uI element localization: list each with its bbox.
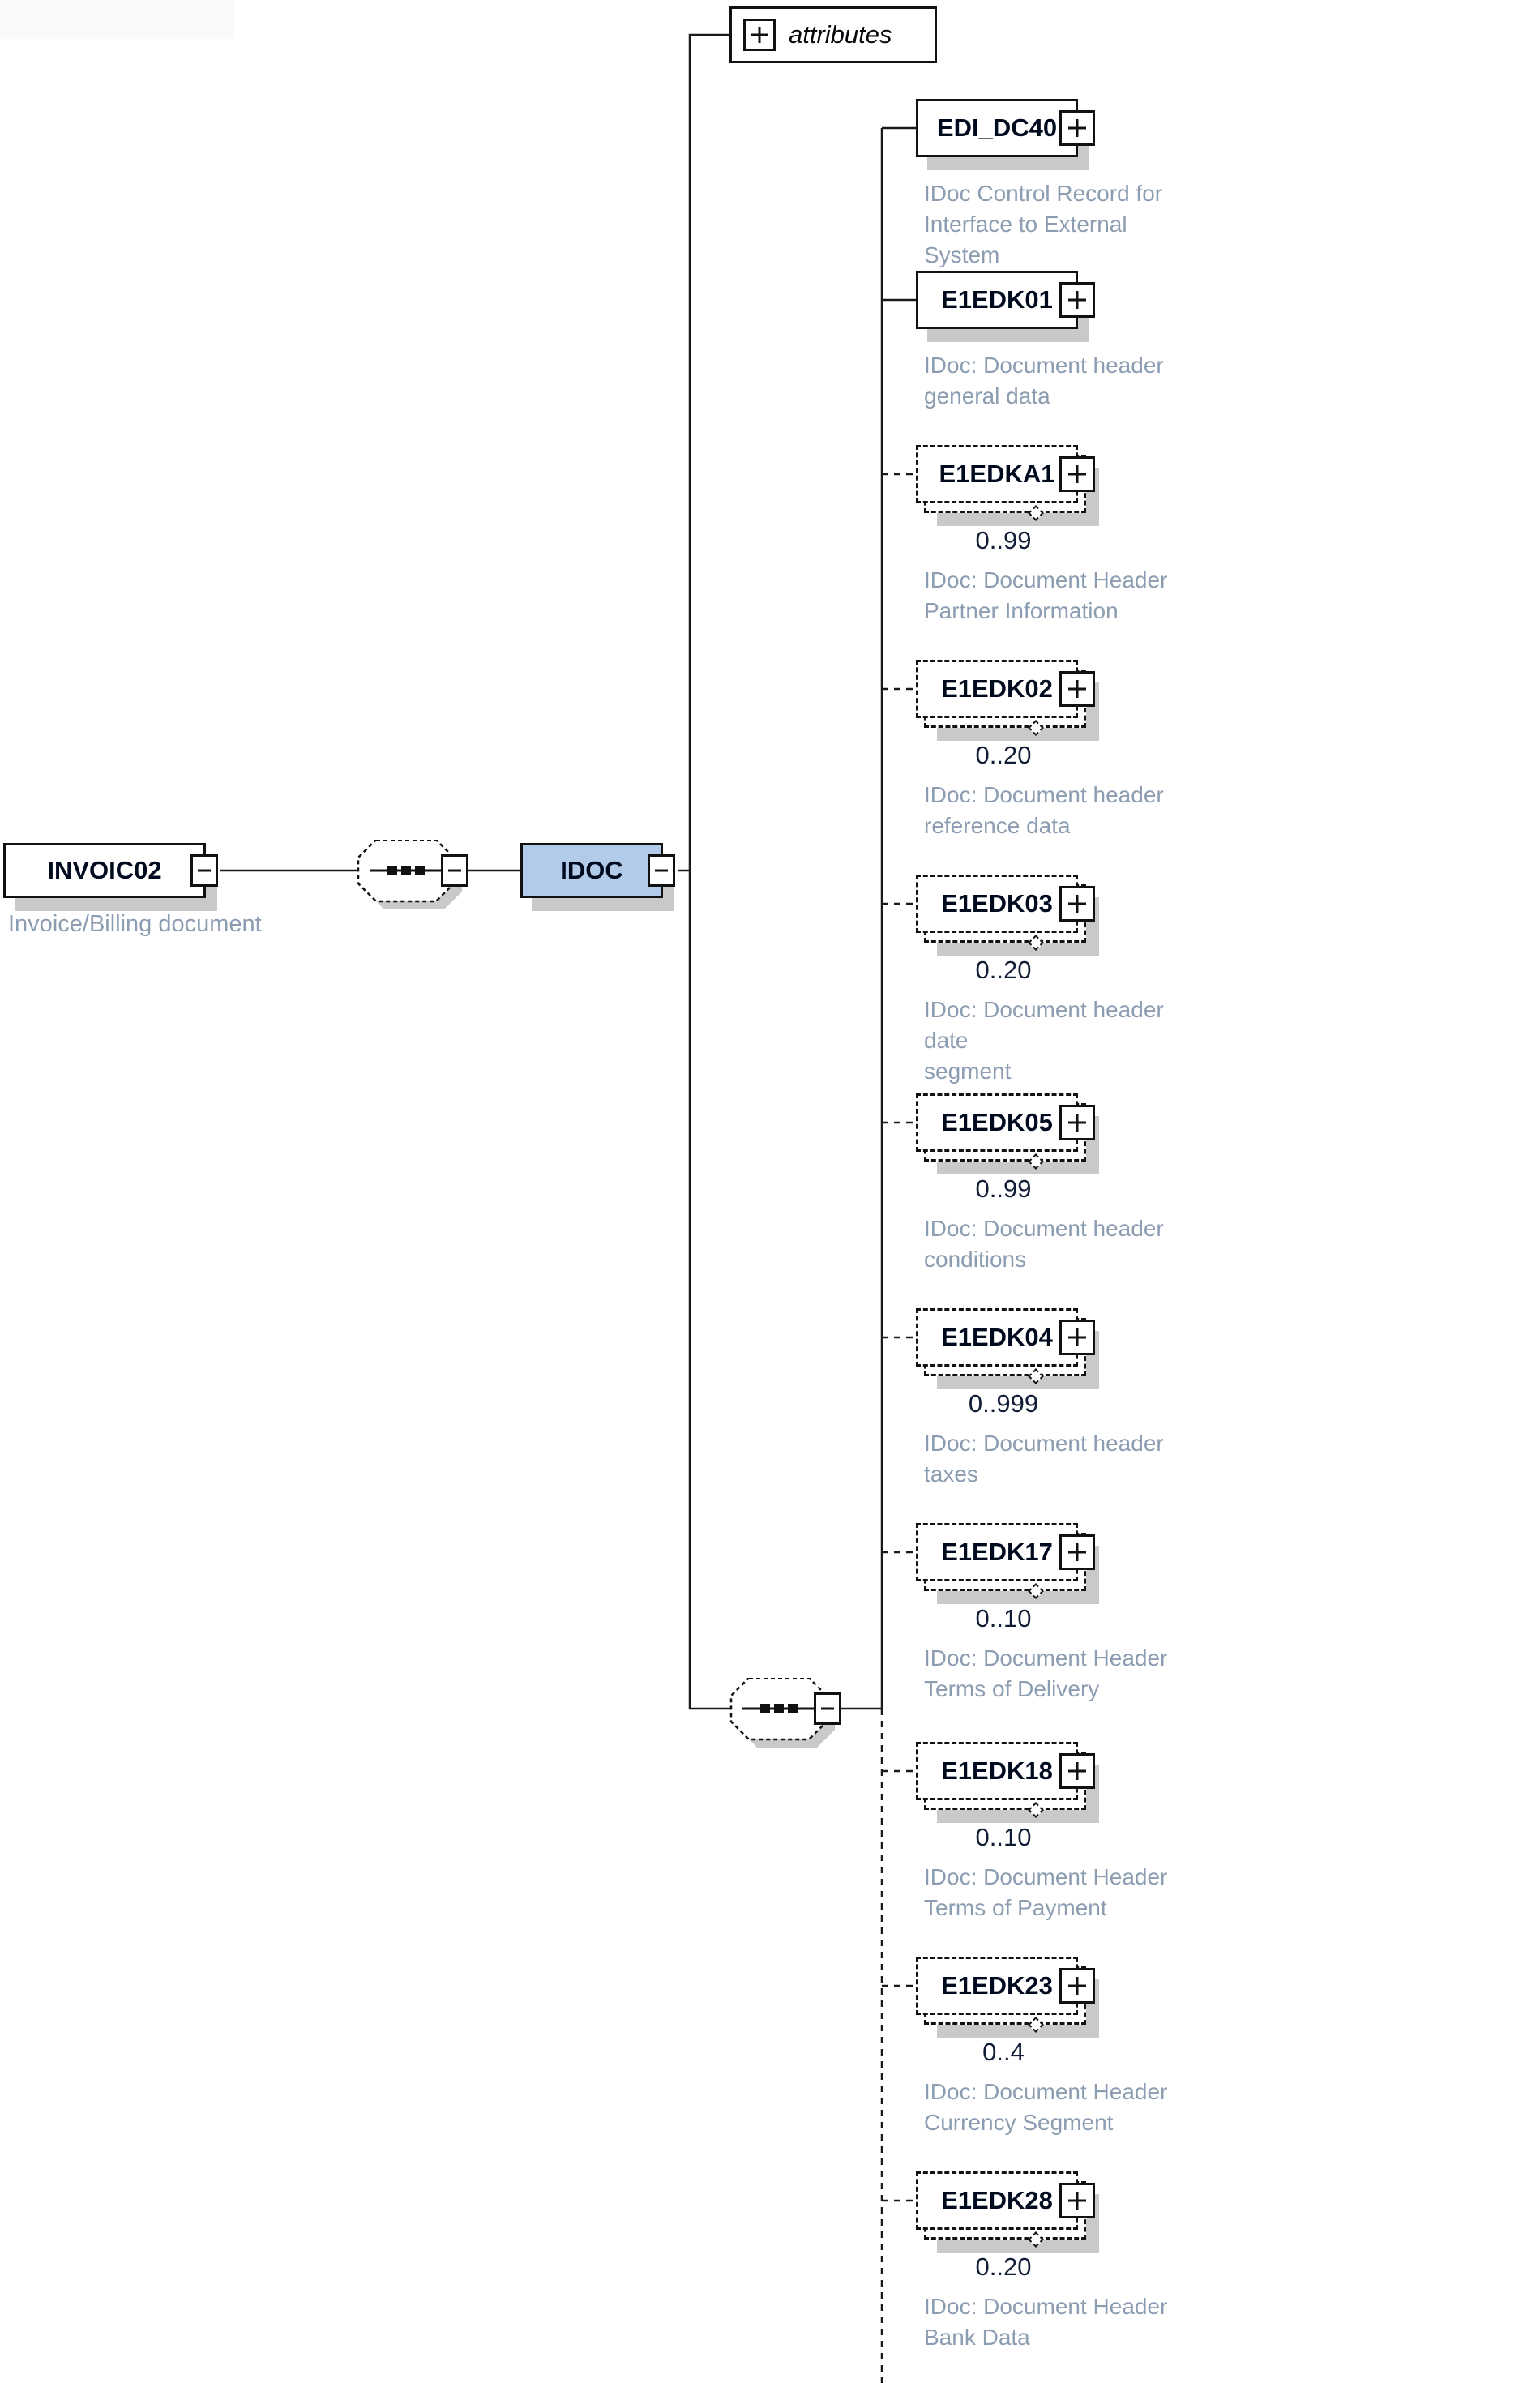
attributes-label: attributes (789, 20, 892, 49)
segment-description: IDoc: Document header taxes (924, 1431, 1164, 1487)
invoic02-collapse-icon[interactable] (190, 854, 218, 887)
segment-description: IDoc: Document header reference data (924, 782, 1164, 838)
cardinality-label: 0..20 (975, 2253, 1032, 2281)
segment-description: IDoc: Document Header Partner Informatio… (924, 567, 1168, 623)
segment-e1edka1: E1EDKA1 0..99 IDoc: Document Header Part… (916, 445, 1167, 623)
cardinality-label: 0..10 (975, 1823, 1032, 1851)
segment-description: IDoc: Document Header Terms of Payment (924, 1864, 1168, 1920)
segment-box-e1edk01[interactable]: E1EDK01 (916, 271, 1095, 329)
expand-icon[interactable] (1059, 2183, 1095, 2218)
segment-description: IDoc: Document header date segment (924, 997, 1164, 1084)
cardinality-label: 0..99 (975, 526, 1032, 554)
invoic02-annotation: Invoice/Billing document (8, 911, 262, 937)
segment-name: E1EDK28 (941, 2186, 1053, 2214)
sequence-compositor-2[interactable] (729, 1676, 859, 1759)
expand-icon[interactable] (1059, 886, 1095, 922)
segment-e1edk18: E1EDK18 0..10 IDoc: Document Header Term… (916, 1742, 1167, 1920)
segment-e1edk28: E1EDK28 0..20 IDoc: Document Header Bank… (916, 2171, 1167, 2350)
segment-e1edk23: E1EDK23 0..4 IDoc: Document Header Curre… (916, 1957, 1167, 2135)
cardinality-label: 0..4 (982, 2038, 1025, 2066)
segment-box-e1edk18[interactable]: E1EDK18 (916, 1742, 1095, 1800)
segment-e1edk03: E1EDK03 0..20 IDoc: Document header date… (916, 875, 1164, 1084)
attributes-expand-icon[interactable] (743, 19, 776, 51)
expand-icon[interactable] (1059, 1534, 1095, 1570)
segment-name: E1EDK01 (941, 285, 1053, 314)
segment-name: E1EDK05 (941, 1108, 1053, 1136)
sequence-icon (729, 1676, 835, 1748)
expand-icon[interactable] (1059, 110, 1095, 146)
segment-e1edk02: E1EDK02 0..20 IDoc: Document header refe… (916, 660, 1164, 838)
main-vertical-line (688, 33, 731, 1710)
idoc-collapse-icon[interactable] (648, 854, 675, 887)
expand-icon[interactable] (1059, 1320, 1095, 1355)
sequence-compositor-1[interactable] (357, 838, 486, 921)
segment-box-e1edk02[interactable]: E1EDK02 (916, 660, 1095, 718)
segment-description: IDoc Control Record for Interface to Ext… (924, 181, 1163, 267)
segment-box-e1edk04[interactable]: E1EDK04 (916, 1308, 1095, 1367)
expand-icon[interactable] (1059, 1753, 1095, 1789)
segment-description: IDoc: Document header conditions (924, 1216, 1164, 1272)
segment-name: E1EDK04 (941, 1323, 1053, 1351)
idoc-element[interactable]: IDOC (520, 843, 675, 898)
sequence-icon (357, 838, 462, 909)
segment-name: E1EDKA1 (939, 460, 1055, 488)
segment-e1edk05: E1EDK05 0..99 IDoc: Document header cond… (916, 1093, 1164, 1272)
segment-name: EDI_DC40 (936, 113, 1058, 142)
segment-box-e1edk05[interactable]: E1EDK05 (916, 1093, 1095, 1152)
segment-name: E1EDK23 (941, 1971, 1053, 2000)
attributes-node[interactable]: attributes (729, 6, 937, 63)
sequence2-collapse-icon[interactable] (814, 1692, 841, 1725)
idoc-name: IDOC (560, 856, 623, 884)
segment-edi-dc40: EDI_DC40 IDoc Control Record for Interfa… (916, 99, 1162, 267)
segment-e1edk01: E1EDK01 IDoc: Document header general da… (916, 271, 1164, 409)
segment-box-e1edka1[interactable]: E1EDKA1 (916, 445, 1095, 503)
segment-box-e1edk03[interactable]: E1EDK03 (916, 875, 1095, 933)
expand-icon[interactable] (1059, 282, 1095, 318)
expand-icon[interactable] (1059, 1968, 1095, 2004)
cardinality-label: 0..99 (975, 1174, 1032, 1203)
segment-e1edk17: E1EDK17 0..10 IDoc: Document Header Term… (916, 1523, 1167, 1701)
cardinality-label: 0..10 (975, 1604, 1032, 1632)
segment-description: IDoc: Document header general data (924, 353, 1164, 409)
invoic02-element[interactable]: INVOIC02 (3, 843, 218, 898)
expand-icon[interactable] (1059, 1105, 1095, 1140)
cardinality-label: 0..20 (975, 956, 1032, 984)
segment-name: E1EDK02 (941, 674, 1053, 703)
segment-box-e1edk28[interactable]: E1EDK28 (916, 2171, 1095, 2230)
segment-description: IDoc: Document Header Bank Data (924, 2294, 1168, 2350)
optional-connector-lines (880, 473, 918, 2383)
segment-name: E1EDK03 (941, 889, 1053, 918)
cardinality-label: 0..999 (968, 1389, 1039, 1418)
segment-description: IDoc: Document Header Terms of Delivery (924, 1645, 1168, 1701)
expand-icon[interactable] (1059, 671, 1095, 707)
expand-icon[interactable] (1059, 456, 1095, 492)
segment-name: E1EDK18 (941, 1756, 1053, 1785)
cardinality-label: 0..20 (975, 741, 1032, 769)
segment-name: E1EDK17 (941, 1538, 1053, 1566)
segment-e1edk04: E1EDK04 0..999 IDoc: Document header tax… (916, 1308, 1164, 1487)
segment-box-edi-dc40[interactable]: EDI_DC40 (916, 99, 1095, 157)
segment-description: IDoc: Document Header Currency Segment (924, 2079, 1168, 2135)
invoic02-name: INVOIC02 (47, 856, 162, 884)
sequence1-collapse-icon[interactable] (441, 854, 468, 887)
top-left-artifact (0, 0, 235, 39)
segment-box-e1edk23[interactable]: E1EDK23 (916, 1957, 1095, 2015)
segment-box-e1edk17[interactable]: E1EDK17 (916, 1523, 1095, 1581)
